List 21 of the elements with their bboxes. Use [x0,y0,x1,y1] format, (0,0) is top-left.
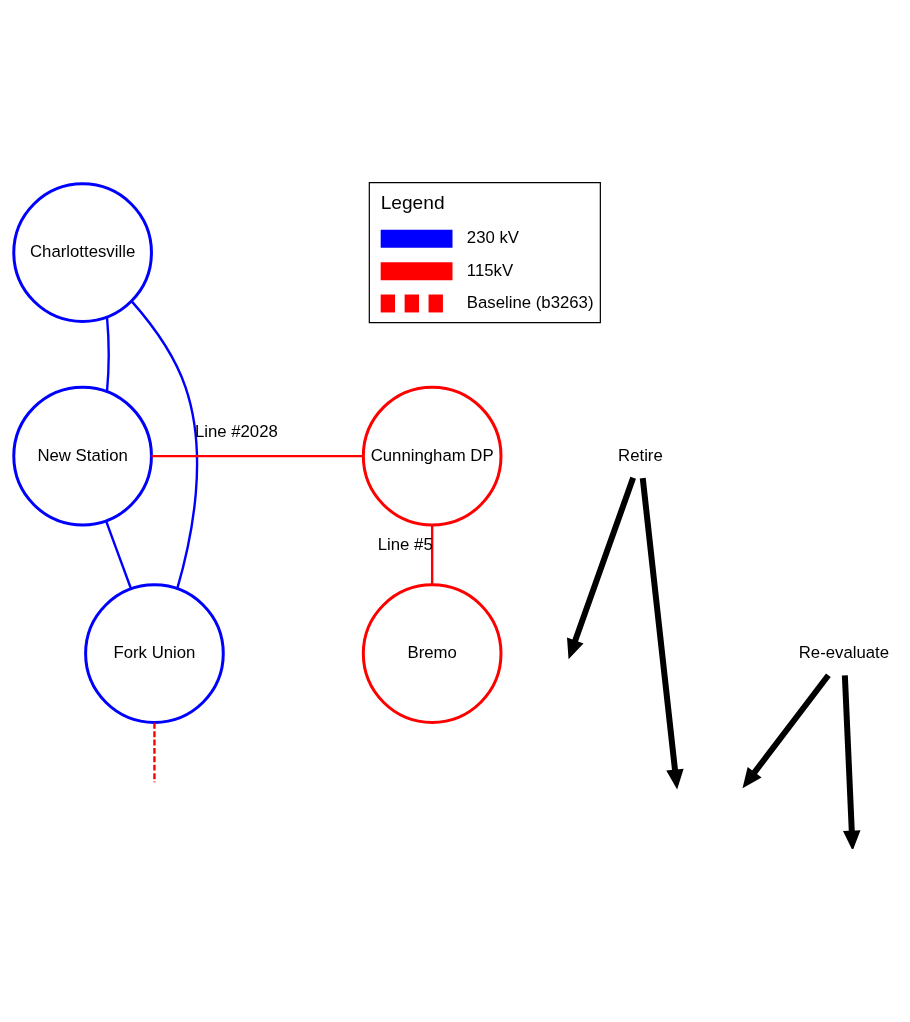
node-text: Retire [617,445,663,465]
connector [130,300,198,589]
node-circle: New Station [11,385,153,527]
arrow [566,476,636,660]
node-text: Re-evaluate [798,643,889,663]
arrow [639,477,684,790]
node-circle: Cunningham DP [361,385,502,527]
legend-label: Baseline (b3263) [466,292,594,312]
connector [151,454,363,458]
arrow [742,673,831,789]
connector [430,525,433,585]
node-circle: Charlottesville [11,182,153,323]
label: Legend [380,192,445,214]
edge-label: Line #2028 [194,421,278,441]
legend-label: 115kV [466,260,513,280]
node-circle: Fork Union [83,583,225,724]
legend-label: 230 kV [466,228,519,248]
connector [105,317,110,392]
node-circle: Bremo [361,583,502,724]
connector [104,520,132,590]
arrow [841,675,861,849]
